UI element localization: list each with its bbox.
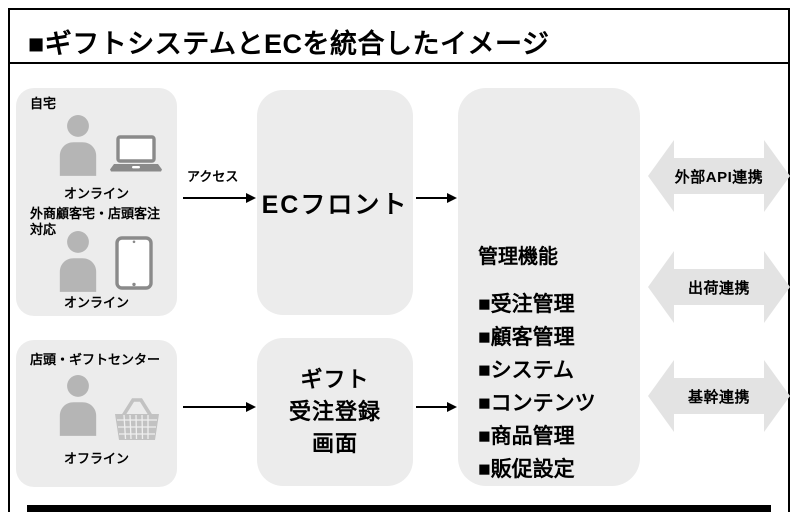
admin-item-system: ■システム: [478, 359, 575, 382]
person-icon: [59, 115, 97, 176]
online-channel-box: 自宅 オンライン 外商顧客宅・店頭客注対応 オンライン: [16, 88, 177, 316]
laptop-icon: [110, 135, 162, 172]
online-status-label-2: オンライン: [63, 295, 129, 310]
admin-item-customer: ■顧客管理: [478, 326, 575, 349]
admin-function-list: ■受注管理 ■顧客管理 ■システム ■コンテンツ ■商品管理 ■販促設定: [478, 288, 596, 486]
arrow-ec-to-admin: [416, 193, 457, 203]
offline-status-label: オフライン: [63, 451, 129, 466]
shipping-integration-arrow: 出荷連携: [648, 249, 790, 325]
double-arrow-icon: [648, 360, 790, 432]
gaisho-label: 外商顧客宅・店頭客注対応: [30, 206, 161, 237]
ec-front-box: ECフロント: [257, 90, 413, 315]
core-system-label: 基幹連携: [687, 388, 750, 406]
person-icon: [59, 231, 97, 292]
title-underline: [10, 62, 790, 64]
store-label: 店頭・ギフトセンター: [30, 352, 161, 367]
arrow-gift-to-admin: [416, 402, 457, 412]
basket-icon: [115, 398, 159, 440]
arrow-home-to-ec: [183, 193, 256, 203]
home-label: 自宅: [30, 96, 57, 111]
ec-front-label: ECフロント: [261, 190, 409, 219]
offline-channel-box: 店頭・ギフトセンター オフライン: [16, 340, 177, 487]
gift-order-label: ギフト 受注登録 画面: [288, 367, 381, 456]
admin-item-content: ■コンテンツ: [478, 392, 596, 415]
double-arrow-icon: [648, 251, 790, 323]
external-api-label: 外部API連携: [674, 168, 764, 186]
admin-item-order: ■受注管理: [478, 293, 575, 316]
shipping-label: 出荷連携: [687, 279, 750, 297]
admin-functions-box: 管理機能 ■受注管理 ■顧客管理 ■システム ■コンテンツ ■商品管理 ■販促設…: [458, 88, 640, 486]
online-status-label-1: オンライン: [63, 186, 129, 201]
arrow-store-to-gift: [183, 402, 256, 412]
double-arrow-icon: [648, 140, 790, 212]
admin-item-product: ■商品管理: [478, 425, 575, 448]
gift-order-box: ギフト 受注登録 画面: [257, 338, 413, 486]
admin-item-promo: ■販促設定: [478, 458, 575, 481]
access-arrow-label: アクセス: [187, 169, 239, 184]
diagram-title: ■ギフトシステムとECを統合したイメージ: [28, 29, 550, 59]
person-icon: [59, 375, 97, 436]
tablet-icon: [115, 236, 153, 290]
bottom-black-bar: [27, 505, 771, 512]
core-system-integration-arrow: 基幹連携: [648, 358, 790, 434]
admin-title: 管理機能: [478, 246, 558, 268]
external-api-integration-arrow: 外部API連携: [648, 138, 790, 214]
